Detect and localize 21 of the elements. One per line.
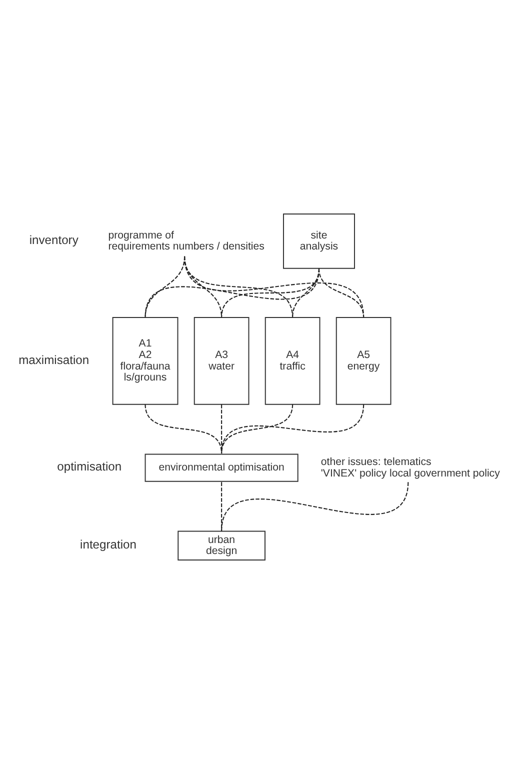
connector xyxy=(221,404,364,454)
node-box: A5 energy xyxy=(336,317,392,405)
node-box: A3 water xyxy=(194,317,250,405)
label: inventory xyxy=(29,233,78,248)
connector xyxy=(221,404,222,454)
node-box: urban design xyxy=(178,530,266,560)
node-box: site analysis xyxy=(283,214,355,269)
node-box: A4 traffic xyxy=(264,317,320,405)
node-box: environmental optimisation xyxy=(144,454,298,482)
connector xyxy=(221,404,294,454)
node-text: programme of requirements numbers / densities xyxy=(108,229,264,253)
label: integration xyxy=(80,537,136,552)
connector xyxy=(144,404,222,454)
node-text: other issues: telematics 'VINEX' policy local government policy xyxy=(320,456,500,480)
label: optimisation xyxy=(57,460,122,474)
node-box: A1 A2 flora/fauna ls/grouns xyxy=(112,317,178,405)
connector xyxy=(221,482,409,532)
connector xyxy=(221,482,222,532)
connector xyxy=(318,268,364,318)
label: maximisation xyxy=(18,352,90,367)
connector xyxy=(184,256,364,318)
